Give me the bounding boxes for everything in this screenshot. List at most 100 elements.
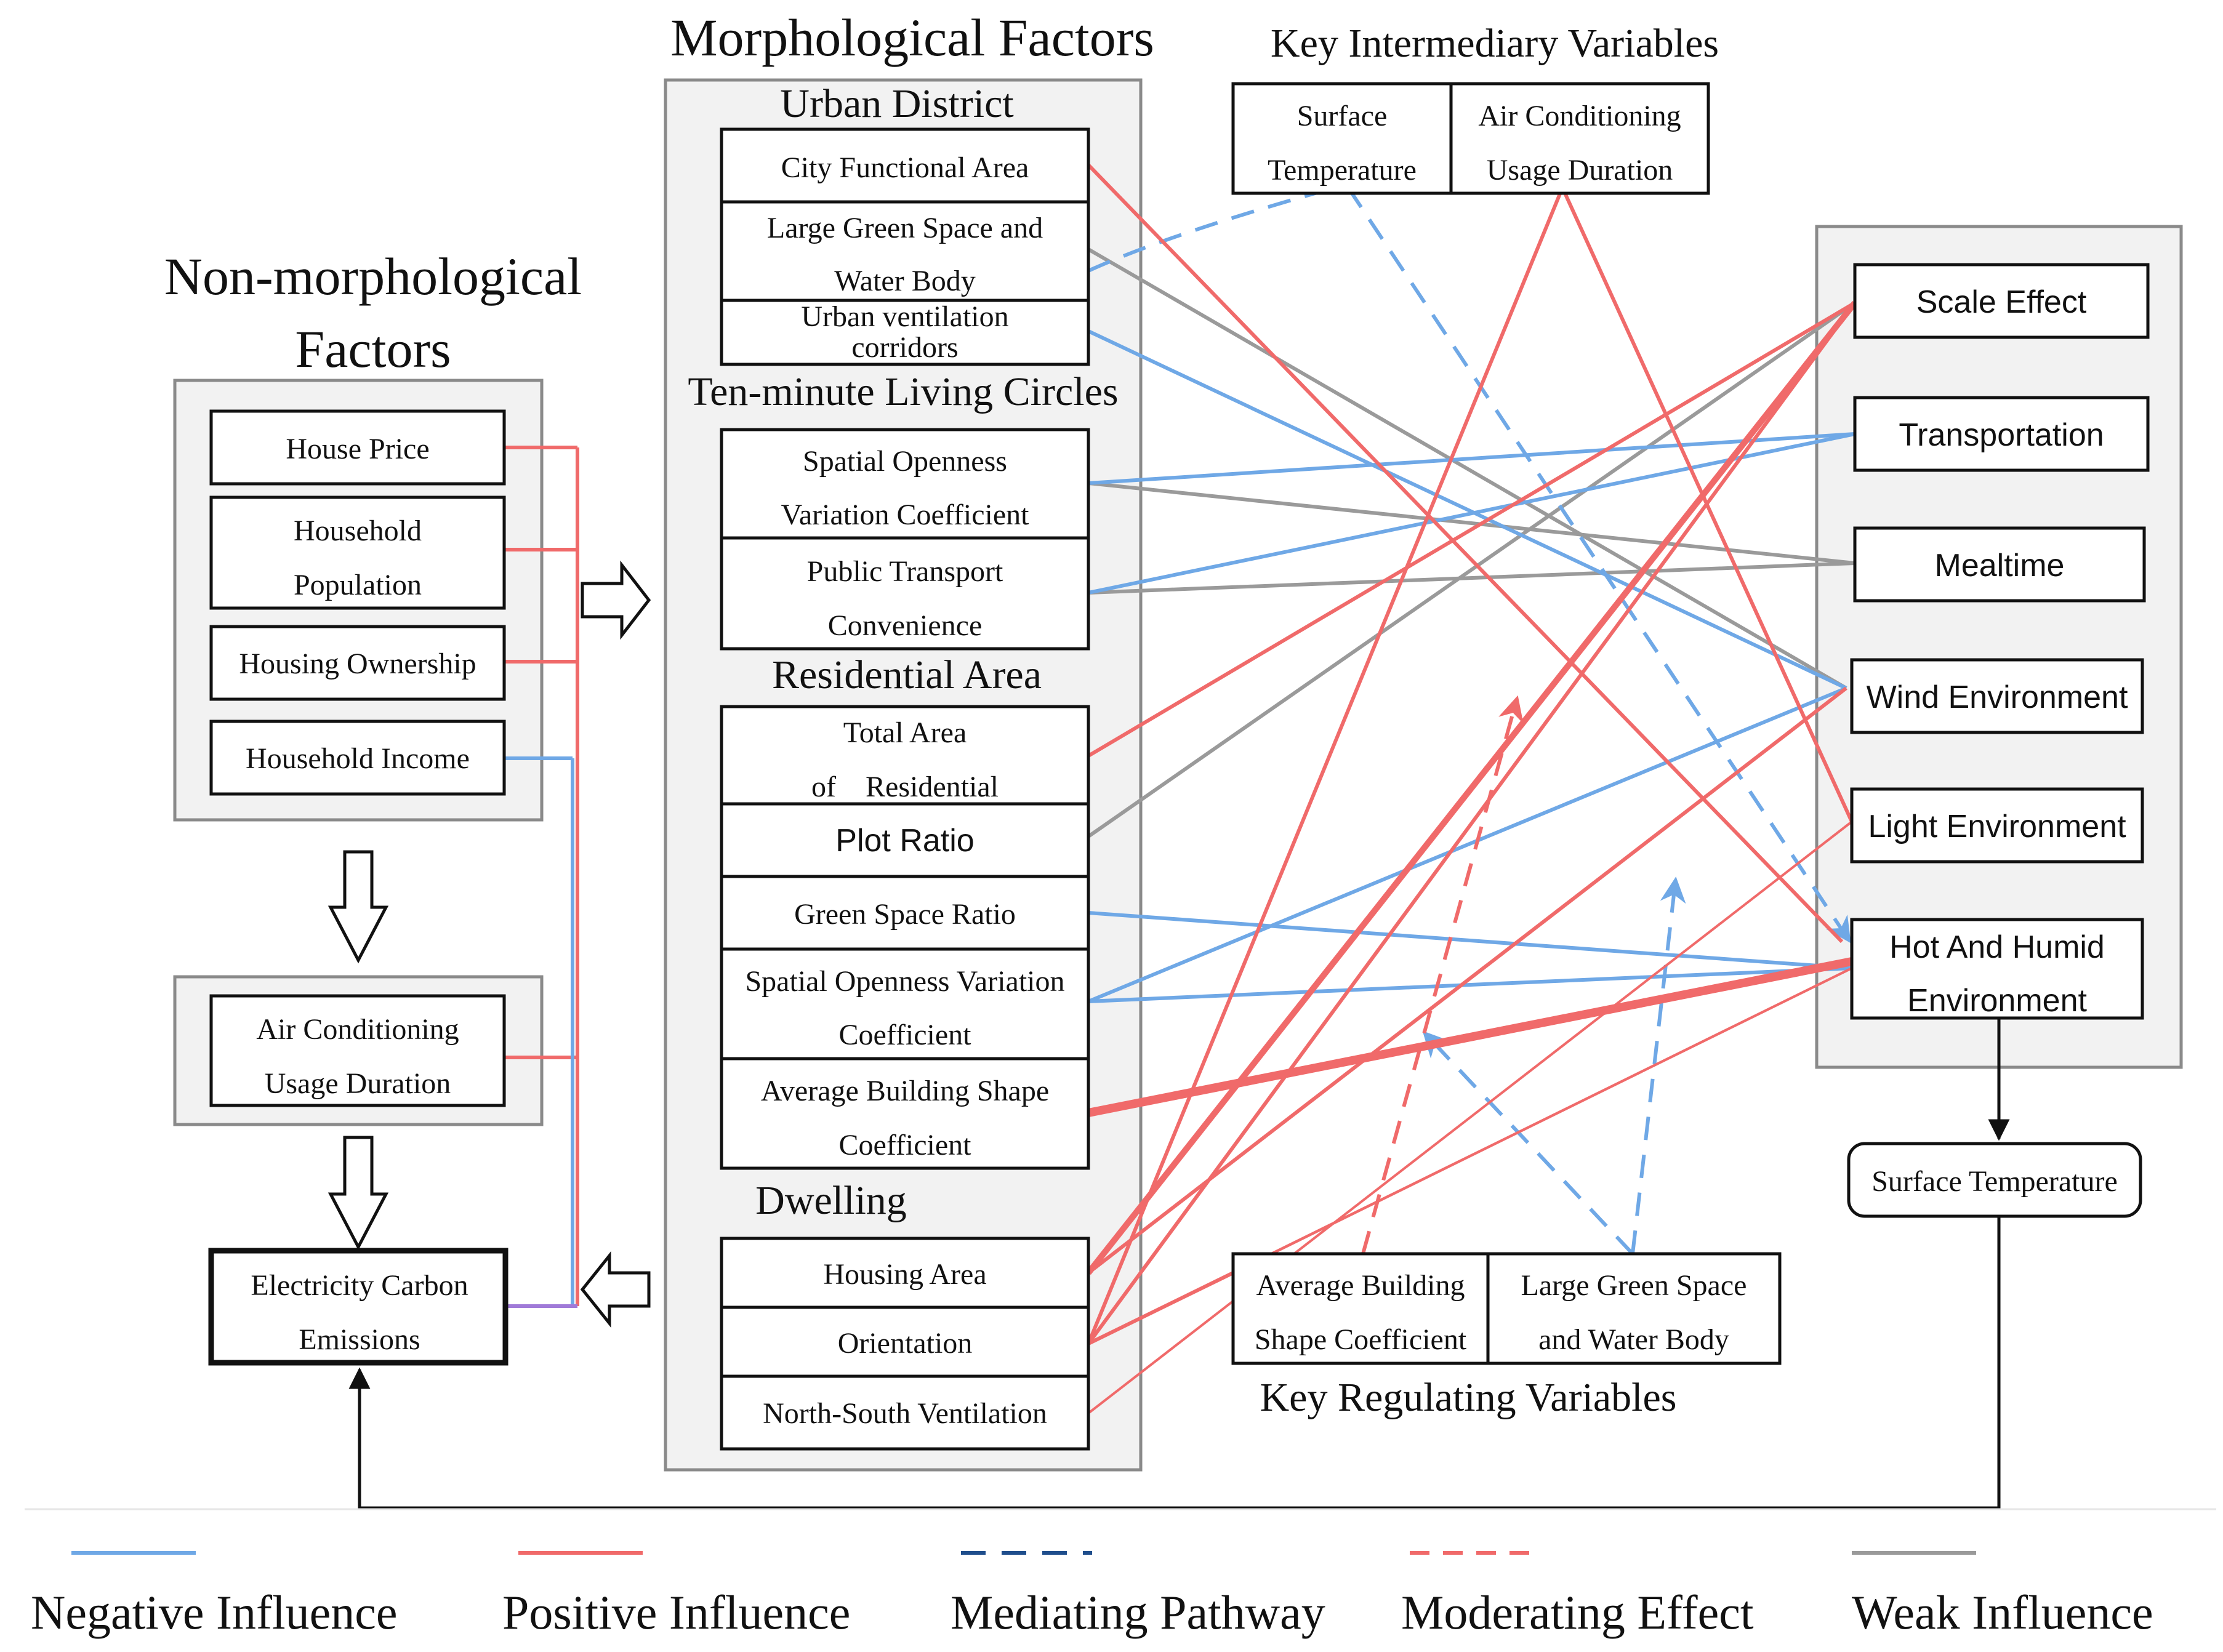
positive-line-housing-scale <box>1086 300 1857 1275</box>
positive-line-orientation-shape <box>1087 1271 1234 1345</box>
non-morphological-title-2: Factors <box>295 319 451 379</box>
positive-line-ventilation-light <box>1087 820 1853 1414</box>
spatial-openness-residential-label-1: Spatial Openness Variation <box>745 965 1064 998</box>
dwelling-title: Dwelling <box>755 1178 907 1223</box>
down-hollow-arrow-2 <box>328 1136 389 1251</box>
hot-humid-label-1: Hot And Humid <box>1889 929 2105 965</box>
spatial-openness-residential-label-2: Coefficient <box>838 1019 971 1051</box>
light-environment-box <box>1850 787 2144 864</box>
intermediary-surface-label-1: Surface <box>1297 100 1388 132</box>
household-population-label-2: Population <box>294 569 422 601</box>
positive-line-shape-hot <box>1232 967 1852 1274</box>
north-south-box <box>720 1374 1090 1451</box>
urban-district-title: Urban District <box>780 81 1013 126</box>
house-price-box <box>209 409 506 486</box>
legend-positive-label: Positive Influence <box>502 1586 850 1639</box>
green-space-ratio-box <box>720 875 1090 951</box>
light-environment-label: Light Environment <box>1868 809 2126 844</box>
city-functional-area-box <box>720 127 1090 204</box>
electricity-carbon-box <box>208 1248 509 1366</box>
housing-ownership-box <box>209 625 506 701</box>
housing-ownership-label: Housing Ownership <box>239 648 476 680</box>
regulating-green-label-1: Large Green Space <box>1521 1269 1747 1302</box>
down-hollow-arrow-1 <box>328 850 389 964</box>
negative-line-green-ratio-hot <box>1088 911 1852 970</box>
regulating-green-box <box>1486 1252 1782 1365</box>
spatial-openness-circles-label-1: Spatial Openness <box>803 445 1007 478</box>
electricity-carbon-label-1: Electricity Carbon <box>251 1269 468 1302</box>
north-south-label: North-South Ventilation <box>763 1397 1047 1430</box>
city-functional-area-label: City Functional Area <box>781 151 1029 184</box>
surface-temperature-box <box>1847 1142 2142 1218</box>
spatial-openness-residential-box <box>720 947 1090 1061</box>
positive-line-shape-coefficient-hot <box>1087 957 1853 1117</box>
scale-effect-box <box>1853 263 2150 339</box>
orientation-label: Orientation <box>838 1327 973 1360</box>
large-green-space-label-2: Water Body <box>834 265 975 297</box>
legend-weak-label: Weak Influence <box>1852 1586 2153 1639</box>
feedback-arrow <box>348 1216 2001 1510</box>
positive-line-total-area-scale <box>1087 301 1856 758</box>
positive-line-orientation-ac <box>1087 186 1564 1345</box>
regulating-green-label-2: and Water Body <box>1538 1323 1729 1356</box>
intermediary-ac-box <box>1449 82 1710 195</box>
wind-environment-label: Wind Environment <box>1867 680 2128 715</box>
intermediary-surface-label-2: Temperature <box>1268 154 1417 186</box>
positive-line-housing-wind <box>1087 686 1847 1275</box>
negative-line-openness-transport <box>1088 432 1855 485</box>
large-green-space-label-1: Large Green Space and <box>767 212 1043 244</box>
positive-line-functional-hot <box>1087 163 1844 944</box>
legend-mediating-label: Mediating Pathway <box>951 1586 1325 1639</box>
scale-effect-label: Scale Effect <box>1916 284 2087 320</box>
weak-line-plot-ratio-scale <box>1087 301 1856 838</box>
weak-line-transport-mealtime <box>1088 561 1855 595</box>
moderating-line-green-space-b <box>1631 876 1686 1254</box>
surface-temperature-label: Surface Temperature <box>1871 1165 2118 1198</box>
public-transport-label-2: Convenience <box>828 609 983 642</box>
ventilation-corridors-box <box>720 299 1090 366</box>
intermediary-ac-label-2: Usage Duration <box>1487 154 1673 186</box>
weak-line-green-space-wind <box>1087 247 1847 690</box>
legend-moderating-label: Moderating Effect <box>1401 1586 1754 1639</box>
public-transport-label-1: Public Transport <box>807 555 1003 588</box>
total-area-label-2: of Residential <box>811 771 999 803</box>
moderating-line-green-space-a <box>1422 1030 1634 1256</box>
mediating-line-surface-hot <box>1346 186 1851 944</box>
negative-line-openness-hot <box>1088 966 1852 1003</box>
left-hollow-arrow <box>580 1251 651 1328</box>
ten-minute-title: Ten-minute Living Circles <box>688 369 1118 414</box>
mealtime-box <box>1853 526 2146 603</box>
weak-line-openness-mealtime <box>1088 481 1855 565</box>
household-population-box <box>209 495 506 610</box>
key-intermediary-title: Key Intermediary Variables <box>1271 21 1719 66</box>
morphological-title: Morphological Factors <box>670 8 1154 67</box>
ac-usage-box <box>209 994 506 1107</box>
wind-environment-box <box>1850 658 2144 734</box>
green-space-ratio-label: Green Space Ratio <box>794 898 1016 931</box>
right-hollow-arrow <box>581 560 651 640</box>
household-income-box <box>209 720 506 796</box>
regulating-shape-label-2: Shape Coefficient <box>1255 1323 1467 1356</box>
housing-area-label: Housing Area <box>823 1258 986 1291</box>
mealtime-label: Mealtime <box>1935 548 2065 583</box>
large-green-space-box <box>720 200 1090 302</box>
orientation-box <box>720 1305 1090 1378</box>
public-transport-box <box>720 536 1090 651</box>
residential-area-title: Residential Area <box>772 652 1042 697</box>
total-area-box <box>720 705 1090 806</box>
connection-lines <box>348 163 2010 1510</box>
regulating-shape-box <box>1231 1252 1490 1365</box>
negative-line-ventilation-wind <box>1087 329 1847 690</box>
spatial-openness-circles-box <box>720 428 1090 540</box>
regulating-shape-label-1: Average Building <box>1256 1269 1465 1302</box>
avg-building-shape-box <box>720 1057 1090 1170</box>
legend-negative-label: Negative Influence <box>31 1586 398 1639</box>
avg-building-shape-label-1: Average Building Shape <box>761 1075 1049 1107</box>
ac-usage-label-2: Usage Duration <box>265 1067 451 1100</box>
positive-line-orientation-scale <box>1087 302 1857 1345</box>
key-regulating-title: Key Regulating Variables <box>1260 1375 1677 1420</box>
household-population-label-1: Household <box>294 515 422 547</box>
electricity-carbon-label-2: Emissions <box>299 1323 420 1356</box>
plot-ratio-label: Plot Ratio <box>835 823 974 859</box>
